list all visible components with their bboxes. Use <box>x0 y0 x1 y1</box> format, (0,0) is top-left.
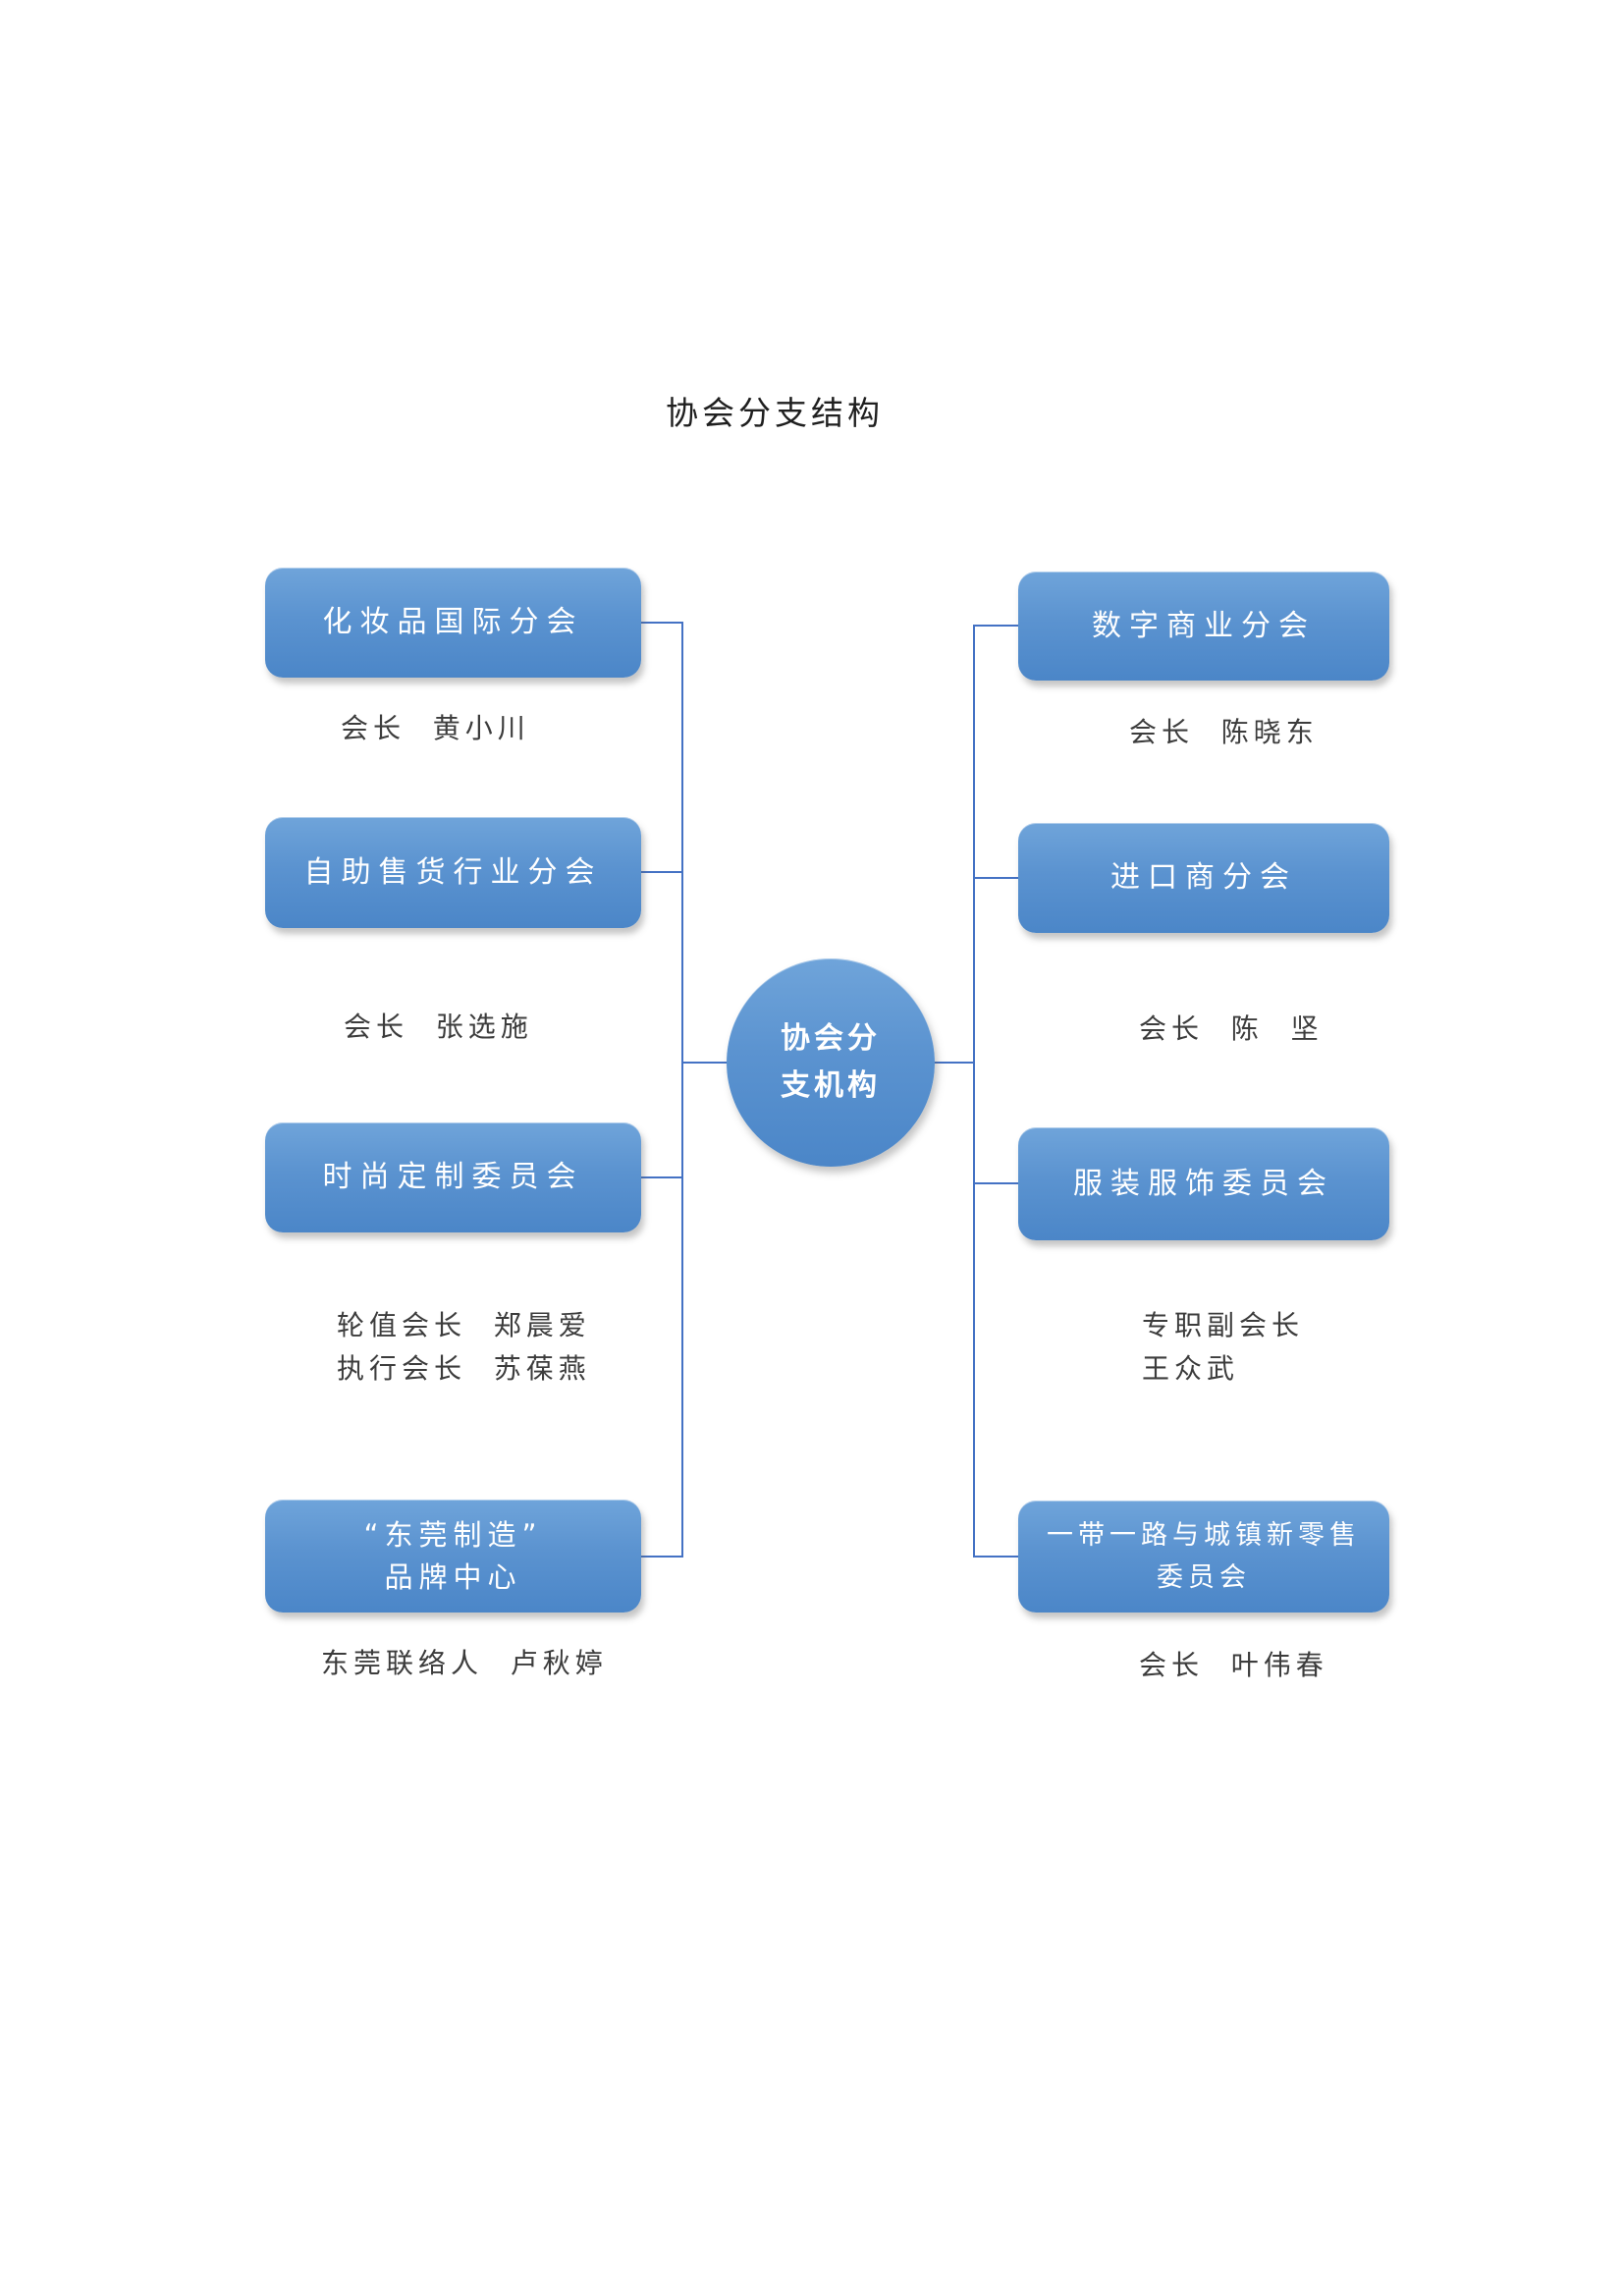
branch-caption-apparel-committee: 专职副会长 王众武 <box>1142 1309 1305 1385</box>
branch-caption-digital-commerce: 会长 陈晓东 <box>1129 716 1319 748</box>
branch-caption-fashion-customization: 轮值会长 郑晨爱 执行会长 苏葆燕 <box>337 1309 591 1385</box>
branch-box-label: 时尚定制委员会 <box>322 1160 584 1195</box>
branch-box-label: 进口商分会 <box>1110 860 1297 896</box>
branch-box-label: “东莞制造” 品牌中心 <box>363 1518 543 1594</box>
branch-box-label: 数字商业分会 <box>1092 608 1316 643</box>
branch-box-dongguan-brand-center: “东莞制造” 品牌中心 <box>265 1500 641 1613</box>
branch-caption-belt-road-new-retail: 会长 叶伟春 <box>1139 1649 1328 1681</box>
branch-caption-cosmetics-international: 会长 黄小川 <box>341 712 530 744</box>
branch-box-label: 化妆品国际分会 <box>322 605 584 640</box>
center-node: 协会分 支机构 <box>727 958 935 1167</box>
branch-box-label: 一带一路与城镇新零售 委员会 <box>1047 1519 1361 1593</box>
branch-caption-importers: 会长 陈 坚 <box>1139 1012 1324 1045</box>
branch-caption-vending-industry: 会长 张选施 <box>344 1011 533 1043</box>
connector-stub-right-2 <box>973 877 1018 879</box>
branch-box-importers: 进口商分会 <box>1018 823 1389 933</box>
connector-stub-left-3 <box>639 1176 683 1178</box>
connector-stub-left-4 <box>639 1556 683 1558</box>
diagram-title: 协会分支结构 <box>666 394 884 432</box>
connector-stub-right-3 <box>973 1182 1018 1184</box>
connector-stub-left-2 <box>639 871 683 873</box>
branch-box-label: 自助售货行业分会 <box>303 854 603 890</box>
branch-box-fashion-customization: 时尚定制委员会 <box>265 1122 641 1232</box>
connector-stub-left-1 <box>639 622 683 624</box>
center-node-label: 协会分 支机构 <box>781 1021 881 1103</box>
connector-stub-right-1 <box>973 625 1018 627</box>
connector-left-vertical <box>681 623 683 1558</box>
branch-box-digital-commerce: 数字商业分会 <box>1018 572 1389 681</box>
branch-box-label: 服装服饰委员会 <box>1073 1166 1334 1201</box>
branch-box-cosmetics-international: 化妆品国际分会 <box>265 568 641 678</box>
branch-box-apparel-committee: 服装服饰委员会 <box>1018 1127 1389 1240</box>
branch-box-vending-industry: 自助售货行业分会 <box>265 817 641 928</box>
branch-box-belt-road-new-retail: 一带一路与城镇新零售 委员会 <box>1018 1501 1389 1613</box>
connector-right-vertical <box>973 626 975 1558</box>
branch-caption-dongguan-brand-center: 东莞联络人 卢秋婷 <box>321 1647 608 1679</box>
connector-stub-right-4 <box>973 1556 1018 1558</box>
